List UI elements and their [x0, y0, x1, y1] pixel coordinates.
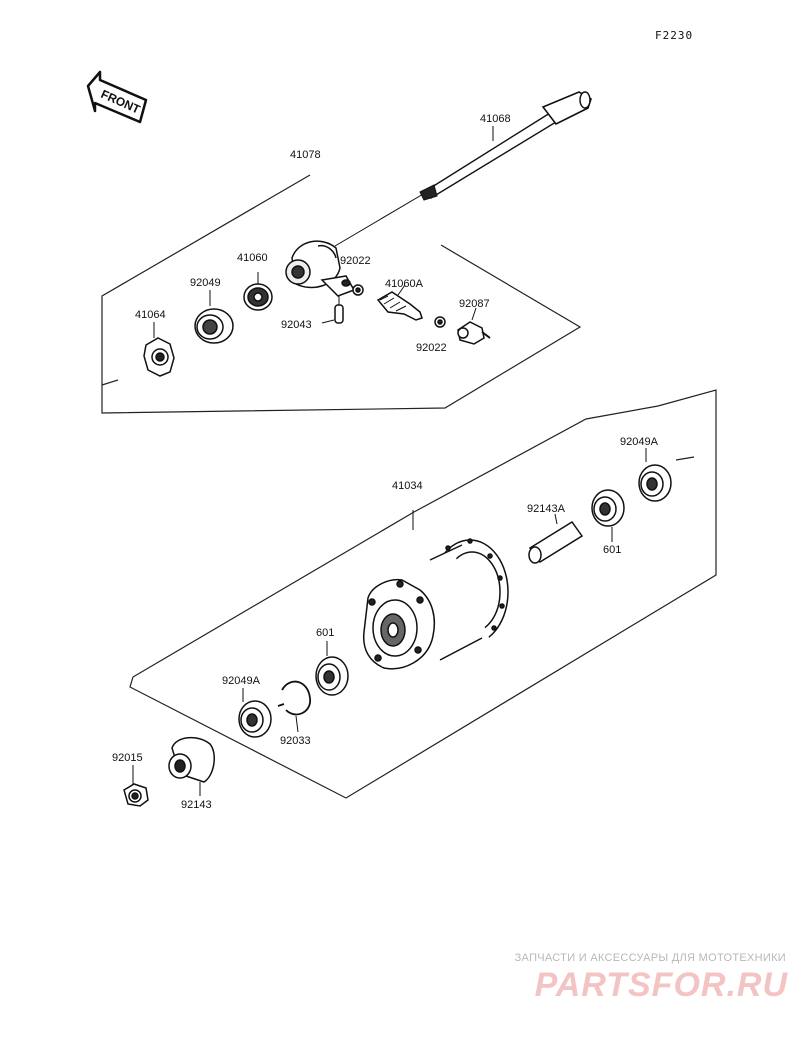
seal-right-part [638, 448, 672, 502]
part-label-92143: 92143 [181, 799, 212, 811]
pinion-gear-part [376, 284, 423, 321]
speedometer-gear-group-frame [101, 174, 582, 414]
front-arrow-icon: FRONT [86, 70, 148, 124]
watermark-brand: PARTSFOR.RU [534, 966, 788, 1004]
part-label-41068: 41068 [480, 113, 511, 125]
washer-lower-part [434, 316, 446, 328]
part-label-41064: 41064 [135, 309, 166, 321]
side-collar-part [168, 736, 216, 796]
wheel-hub-part [362, 510, 509, 670]
part-label-92043: 92043 [281, 319, 312, 331]
bearing-right-part [591, 489, 625, 542]
hub-group-frame [129, 389, 717, 799]
part-label-92015: 92015 [112, 752, 143, 764]
part-label-92033: 92033 [280, 735, 311, 747]
inner-cable-part [334, 91, 592, 247]
part-label-92143A: 92143A [527, 503, 566, 515]
washer-upper-part [352, 284, 364, 296]
part-label-601-right: 601 [603, 544, 621, 556]
bearing-left-part [315, 641, 349, 696]
diagram-code: F2230 [655, 29, 693, 42]
spacer-collar-part [528, 513, 584, 564]
part-label-92022-upper: 92022 [340, 255, 371, 267]
part-label-92049A-right: 92049A [620, 436, 659, 448]
part-label-92022-lower: 92022 [416, 342, 447, 354]
part-label-41078: 41078 [290, 149, 321, 161]
part-label-92049: 92049 [190, 277, 221, 289]
part-label-41060A: 41060A [385, 278, 424, 290]
axle-nut-part [123, 765, 149, 807]
watermark-tagline: ЗАПЧАСТИ И АКСЕССУАРЫ ДЛЯ МОТОТЕХНИКИ [514, 952, 786, 964]
seal-left-part [238, 688, 272, 738]
part-label-92087: 92087 [459, 298, 490, 310]
part-label-92049A-left: 92049A [222, 675, 261, 687]
dowel-pin-part [321, 295, 344, 324]
gear-retainer-part [143, 322, 175, 377]
part-label-601-left: 601 [316, 627, 334, 639]
gear-housing-part [285, 240, 356, 297]
oil-seal-part [194, 290, 234, 344]
circlip-part [277, 680, 311, 733]
bushing-part [457, 307, 491, 345]
part-label-41060: 41060 [237, 252, 268, 264]
part-label-41034: 41034 [392, 480, 423, 492]
drive-gear-part [243, 272, 273, 311]
